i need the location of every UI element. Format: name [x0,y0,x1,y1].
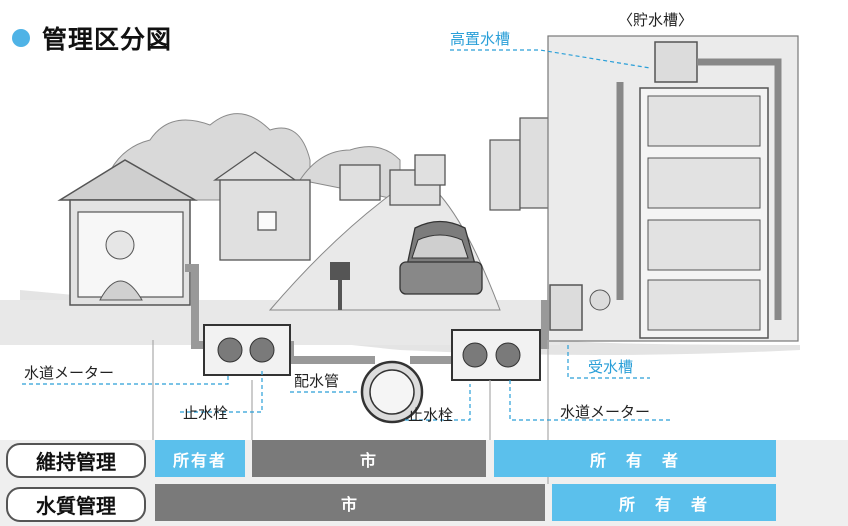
row-label-water-quality: 水質管理 [6,487,146,522]
meter-box-left [203,324,291,376]
maintenance-owner-segment-2: 所 有 者 [494,440,776,477]
stop-valve-right-label: 止水栓 [408,406,454,424]
receiving-tank-label: 受水槽 [588,358,634,376]
middle-houses [212,151,446,261]
quality-owner-segment: 所 有 者 [552,484,776,521]
row-label-maintenance: 維持管理 [6,443,146,478]
maintenance-owner-segment-1: 所有者 [155,440,245,477]
car [399,220,483,295]
water-meter-right-label: 水道メーター [560,403,651,421]
title-bullet-icon [12,29,30,47]
elevated-tank-label: 高置水槽 [450,30,511,48]
title-block: 管理区分図 [12,20,172,56]
pointer-lines [22,49,670,421]
left-house [57,159,198,306]
mailbox [330,262,350,310]
quality-city-segment: 市 [155,484,545,521]
page-title: 管理区分図 [42,25,173,54]
storage-tank-label: 〈貯水槽〉 [618,11,694,29]
maintenance-city-segment: 市 [252,440,486,477]
meter-box-right [451,329,541,381]
water-meter-left-label: 水道メーター [24,364,115,382]
storage-building [547,35,799,342]
stop-valve-left-label: 止水栓 [183,404,229,422]
distribution-pipe-label: 配水管 [294,372,340,390]
